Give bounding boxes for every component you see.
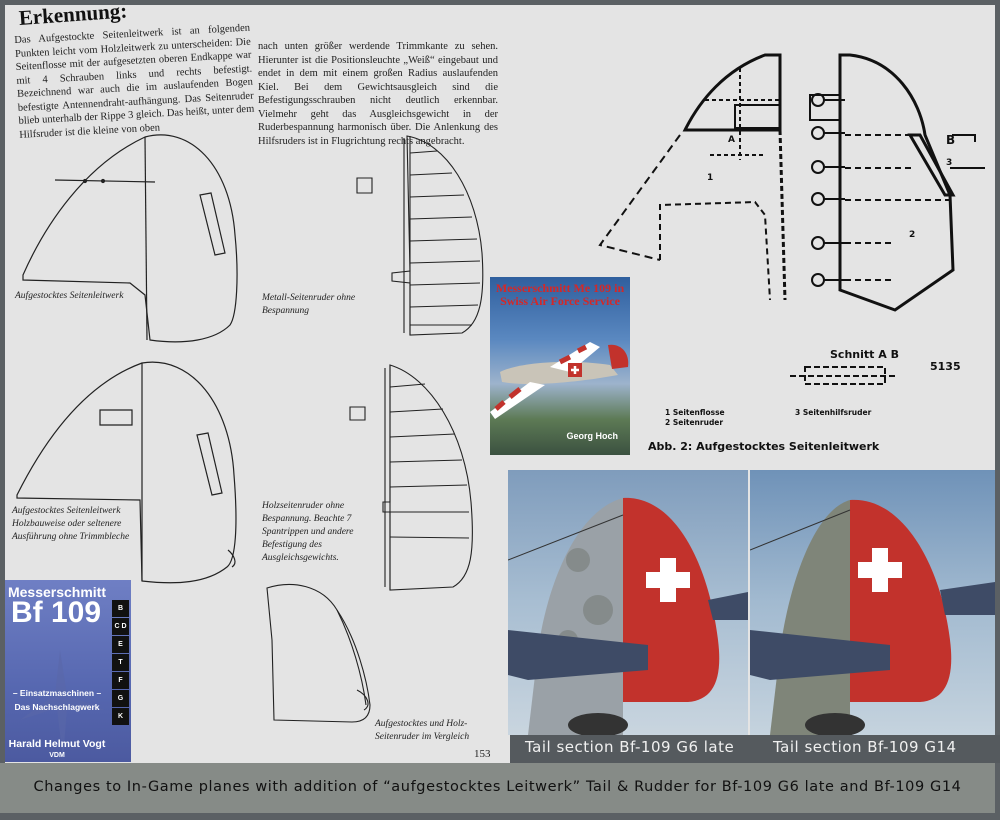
caption-comparison: Aufgestocktes und Holz-Seitenruder im Ve… (375, 719, 470, 742)
figure-caption: Abb. 2: Aufgestocktes Seitenleitwerk (648, 440, 880, 453)
variant-tab: B (112, 600, 129, 617)
caption-fin-raised: Aufgestocktes Seitenleitwerk (15, 291, 124, 301)
aircraft-illustration (490, 342, 629, 419)
legend-item: 3 Seitenhilfsruder (795, 408, 872, 417)
variant-index: B C D E T F G K (112, 600, 129, 725)
cover-publisher: VDM (49, 752, 65, 759)
propeller-silhouette (20, 650, 105, 760)
variant-tab: C D (112, 618, 129, 635)
variant-tab: G (112, 690, 129, 707)
legend-item: 1 Seitenflosse (665, 408, 725, 417)
rudder-comparison-drawing (266, 583, 371, 723)
caption-wood-rudder: Holzseitenruder ohne Bespannung. Beachte… (262, 501, 354, 563)
render-label-g14: Tail section Bf-109 G14 (773, 738, 957, 756)
fin-drawing-raised (22, 134, 238, 343)
variant-tab: K (112, 708, 129, 725)
legend-item: 2 Seitenruder (665, 418, 724, 427)
render-g6-late (508, 470, 748, 735)
cover-subtitle2: Das Nachschlagwerk (14, 702, 100, 712)
fin-drawing-wood (16, 361, 237, 584)
variant-tab: T (112, 654, 129, 671)
diagram-label-part3: 3 (946, 158, 953, 168)
cover-subtitle1: – Einsatzmaschinen – (12, 688, 102, 698)
tail-render (508, 497, 748, 735)
cover-author: Georg Hoch (566, 431, 618, 441)
render-label-g6: Tail section Bf-109 G6 late (525, 738, 735, 756)
section-a-b-drawing (790, 366, 895, 385)
cover-author: Harald Helmut Vogt (8, 738, 106, 750)
drawing-number: 5135 (930, 360, 961, 373)
diagram-label-b: B (946, 133, 956, 147)
render-g14 (750, 470, 995, 735)
caption-bar: Changes to In-Game planes with addition … (0, 763, 995, 813)
metal-rudder-drawing (356, 135, 484, 336)
render-labels-bar: Tail section Bf-109 G6 late Tail section… (510, 735, 1000, 763)
tail-render (750, 499, 995, 735)
book-cover-hoch: Messerschmitt Me 109 in Swiss Air Force … (490, 277, 630, 455)
variant-tab: E (112, 636, 129, 653)
page-number: 153 (474, 748, 491, 760)
cover-title-line1: Messerschmitt (7, 584, 107, 600)
caption-metal-rudder: Metall-Seitenruder ohne Bespannung (262, 293, 356, 316)
variant-tab: F (112, 672, 129, 689)
diagram-label-part1: 1 (707, 173, 714, 183)
diagram-label-a: A (728, 135, 735, 145)
caption-text: Changes to In-Game planes with addition … (33, 779, 962, 795)
cover-title-line2: Bf 109 (11, 596, 102, 629)
paragraph-left: Das Aufgestockte Seitenleitwerk ist an f… (14, 22, 255, 141)
tail-technical-diagram (598, 53, 985, 312)
diagram-label-part2: 2 (909, 230, 916, 240)
paragraph-right: nach unten größer werdende Trimmkante zu… (258, 41, 498, 147)
wood-rudder-drawing (349, 364, 473, 591)
caption-fin-wood: Aufgestocktes Seitenleitwerk Holzbauweis… (12, 505, 132, 544)
cover-title: Messerschmitt Me 109 in Swiss Air Force … (495, 281, 625, 308)
book-cover-vogt: Messerschmitt Bf 109 B C D E T F G K – E… (5, 580, 131, 762)
section-title: Schnitt A B (830, 348, 899, 361)
